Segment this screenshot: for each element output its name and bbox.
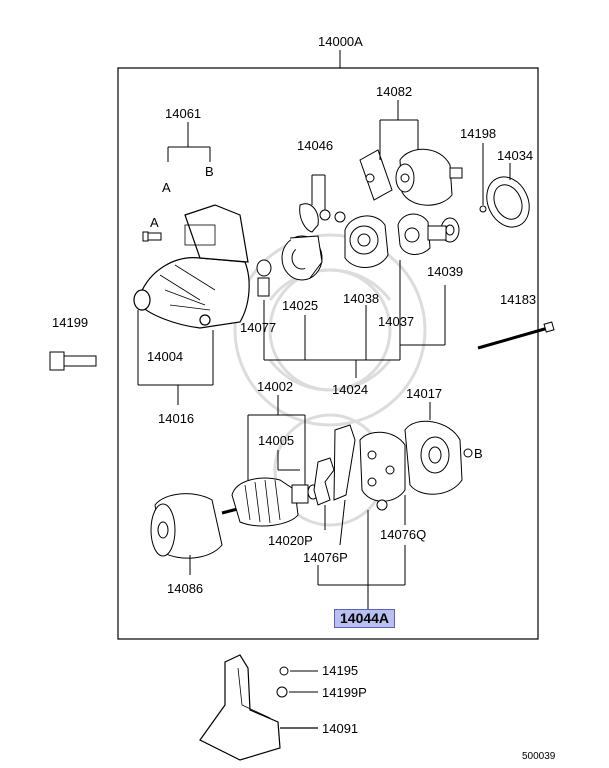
assembly-label: 14000A — [318, 34, 363, 49]
spring-14077-part — [256, 259, 272, 297]
callout-14016: 14016 — [158, 411, 195, 426]
reference-code: 500039 — [522, 751, 556, 762]
callout-14077: 14077 — [240, 320, 277, 335]
callout-a-bolt: A — [150, 215, 159, 230]
callout-14061: 14061 — [165, 106, 202, 121]
bracket-14091-part — [199, 654, 318, 761]
callout-a: A — [162, 180, 171, 195]
callout-14076P: 14076P — [303, 550, 348, 565]
through-bolt-14183-part — [477, 321, 555, 350]
brush-plate-14044A-part — [333, 424, 406, 610]
callout-14004: 14004 — [147, 349, 184, 364]
bracket-14002 — [247, 395, 306, 485]
part-14020P — [313, 457, 335, 530]
callout-14002: 14002 — [257, 379, 294, 394]
callout-14183: 14183 — [500, 292, 537, 307]
assembly-frame — [117, 67, 539, 640]
callout-14020P: 14020P — [268, 533, 313, 548]
callout-b-screw: B — [474, 446, 483, 461]
bolt-14199-part — [49, 351, 97, 371]
gear-housing-14038-part — [344, 215, 389, 268]
callout-14017: 14017 — [406, 386, 443, 401]
part-14198 — [479, 143, 487, 213]
callout-14199: 14199 — [52, 315, 89, 330]
bolt-14199P-part — [276, 686, 318, 698]
bolt-14195-part — [279, 666, 318, 676]
bracket-14082 — [379, 100, 419, 160]
bolt-a-part — [142, 231, 162, 242]
callout-b: B — [205, 164, 214, 179]
callout-14034: 14034 — [497, 148, 534, 163]
watermark-emblem — [233, 233, 427, 527]
callout-14076Q: 14076Q — [380, 527, 427, 542]
callout-14091: 14091 — [322, 721, 359, 736]
callout-14005: 14005 — [258, 433, 295, 448]
yoke-14086-part — [150, 493, 223, 575]
bracket-14061 — [167, 122, 211, 162]
bracket-14044A — [317, 545, 406, 586]
solenoid-14082-part — [359, 148, 463, 206]
callout-14198: 14198 — [460, 126, 497, 141]
callout-14024: 14024 — [332, 382, 369, 397]
callout-14037: 14037 — [378, 314, 415, 329]
callout-14038: 14038 — [343, 291, 380, 306]
bracket-14016 — [137, 310, 214, 405]
drive-end-housing-part — [133, 204, 250, 329]
callout-14046: 14046 — [297, 138, 334, 153]
cover-14034-part — [486, 163, 530, 228]
end-cover-14017-part — [404, 402, 463, 495]
bracket-14024 — [263, 260, 446, 378]
part-14025 — [281, 235, 323, 281]
callout-14195: 14195 — [322, 663, 359, 678]
callout-14082: 14082 — [376, 84, 413, 99]
callout-14086: 14086 — [167, 581, 204, 596]
shift-lever-part — [299, 174, 346, 233]
screw-b-part — [463, 448, 473, 458]
shaft-14037-part — [397, 213, 447, 255]
highlighted-part-14044A[interactable]: 14044A — [334, 609, 396, 628]
callout-14039: 14039 — [427, 264, 464, 279]
callout-14199P: 14199P — [322, 685, 367, 700]
armature-14002-part — [221, 477, 319, 527]
callout-14025: 14025 — [282, 298, 319, 313]
